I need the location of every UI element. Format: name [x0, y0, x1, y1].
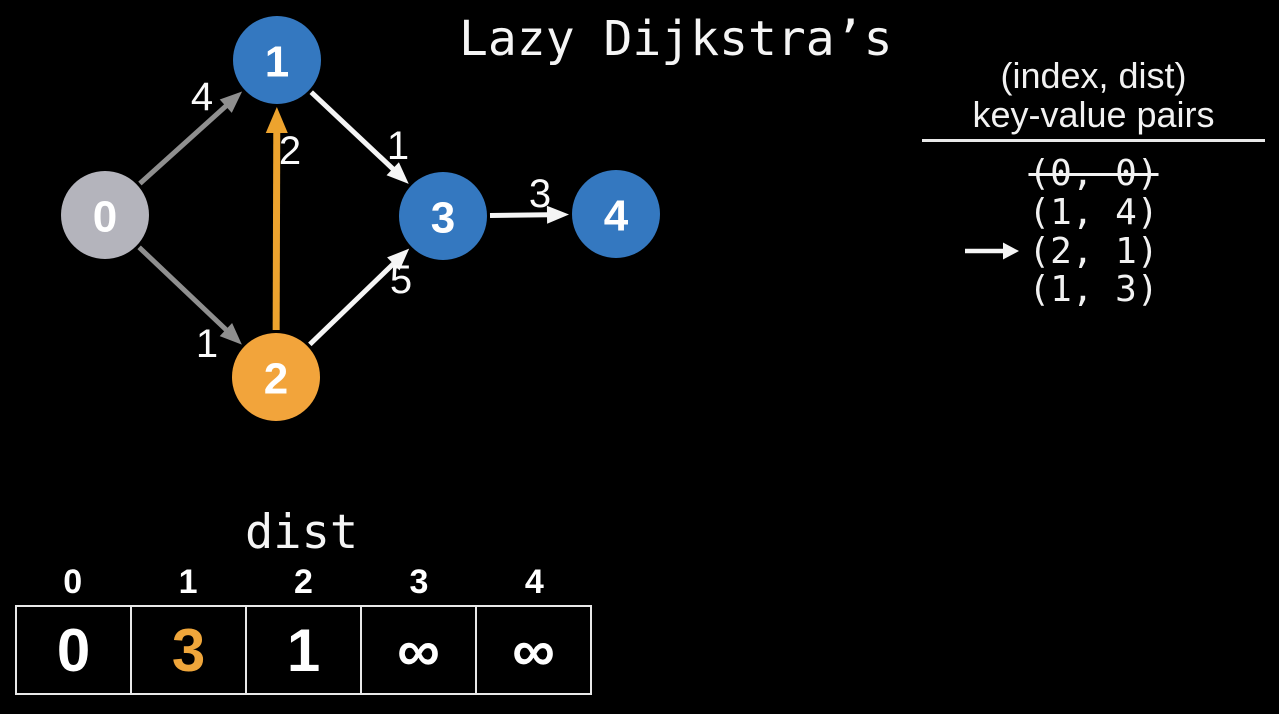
graph-edge	[308, 260, 397, 347]
dist-index-label: 3	[409, 563, 429, 601]
graph-node-label: 2	[264, 355, 288, 404]
graph-edge-weight: 1	[387, 124, 409, 168]
graph-edge-arrowhead	[387, 248, 410, 271]
graph-node	[232, 333, 320, 421]
pq-entry-text: (1, 4)	[1028, 191, 1159, 233]
pq-entry: (0, 0)	[922, 154, 1265, 193]
pq-header-line1: (index, dist)	[1000, 55, 1187, 96]
pq-header-line2: key-value pairs	[972, 94, 1215, 135]
dist-cell-value: 0	[56, 616, 91, 684]
graph-edge	[138, 102, 229, 186]
graph-node-label: 1	[265, 38, 289, 87]
priority-queue-entries: (0, 0)(1, 4)(2, 1)(1, 3)	[922, 154, 1265, 309]
graph-edge-weight: 3	[529, 172, 551, 216]
dist-index-label: 1	[178, 563, 198, 601]
graph-node-label: 4	[604, 192, 629, 241]
graph-node	[399, 172, 487, 260]
graph-edge-weight: 2	[279, 129, 301, 173]
priority-queue-header: (index, dist) key-value pairs	[922, 56, 1265, 142]
dist-cell-value: 3	[130, 607, 245, 693]
pq-entry-text: (2, 1)	[1028, 230, 1159, 272]
dist-cell-value: ∞	[360, 607, 475, 693]
graph-edge-weight: 5	[390, 258, 412, 302]
pq-entry-text: (1, 3)	[1028, 269, 1159, 311]
graph-node	[233, 16, 321, 104]
dist-index-label: 2	[294, 563, 313, 601]
graph-edge	[137, 245, 230, 333]
priority-queue: (index, dist) key-value pairs (0, 0)(1, …	[922, 56, 1265, 309]
graph-edge	[309, 90, 396, 172]
graph-node	[572, 170, 660, 258]
graph-edge-arrowhead	[386, 162, 409, 184]
graph-edge-weight: 4	[191, 75, 213, 119]
dist-cell-value: ∞	[475, 607, 590, 693]
current-entry-arrow-icon	[965, 242, 1019, 260]
dist-array-indices: 0 1 2 3 4	[15, 563, 592, 602]
pq-entry: (1, 4)	[922, 193, 1265, 232]
graph-node-label: 0	[93, 193, 117, 242]
graph-edge	[272, 130, 281, 331]
dist-array-title: dist	[245, 505, 359, 560]
graph-edge-arrowhead	[546, 205, 570, 224]
graph-edge-arrowhead	[219, 91, 243, 113]
graph-node-label: 3	[431, 194, 455, 243]
pq-entry-text: (0, 0)	[1028, 153, 1159, 194]
dist-index-label: 0	[63, 563, 83, 601]
graph-edge-weight: 1	[196, 322, 218, 366]
graph-node	[61, 171, 149, 259]
slide-title: Lazy Dijkstra’s	[459, 11, 893, 67]
graph-edge-arrowhead	[219, 323, 242, 345]
graph-edge-arrowhead	[265, 106, 288, 134]
dist-cell-value: 1	[245, 607, 360, 693]
pq-entry: (2, 1)	[922, 230, 1265, 272]
pq-entry: (1, 3)	[922, 270, 1265, 309]
graph-edge	[489, 212, 550, 218]
dist-index-label: 4	[524, 563, 544, 601]
